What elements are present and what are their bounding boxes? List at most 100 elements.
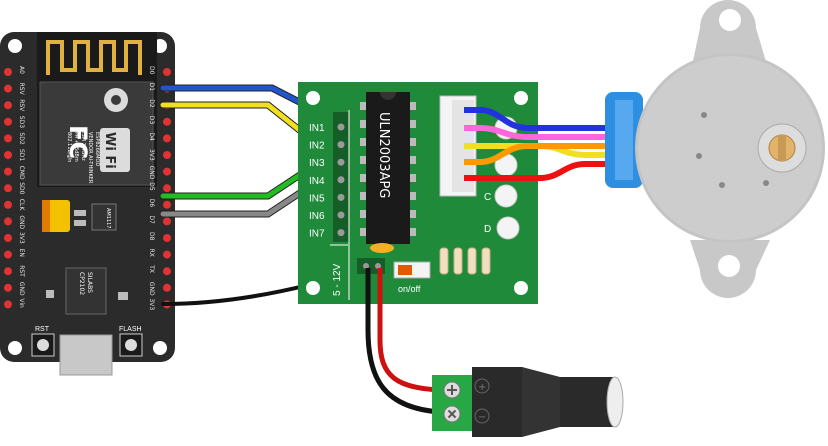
resistor (439, 247, 449, 275)
left-pin-1 (4, 84, 12, 93)
right-pin-label: D7 (148, 215, 155, 224)
input-pin-3 (337, 158, 345, 166)
right-pin-label: D1 (148, 83, 155, 92)
chip-leg (360, 138, 366, 146)
chip-leg (360, 120, 366, 128)
resistor (481, 247, 491, 275)
uln2003-chip (366, 92, 410, 244)
fc-mark: FC (64, 125, 92, 159)
chip-leg (360, 174, 366, 182)
resistor-array (439, 247, 491, 275)
resistor (453, 247, 463, 275)
chip-leg (360, 192, 366, 200)
plus-sign: + (478, 382, 486, 393)
right-pin-0 (163, 68, 171, 76)
motor-wire-pink (464, 125, 618, 140)
input-pin-5 (337, 193, 345, 201)
power-wires (365, 268, 441, 415)
input-label-3: IN3 (309, 158, 325, 169)
motor-wire-blue (464, 107, 618, 131)
motor-wire-orange (464, 143, 618, 165)
right-pin-label: 3V3 (148, 149, 155, 161)
left-pin-2 (4, 101, 12, 110)
right-pin-3 (163, 117, 171, 126)
left-pin-0 (4, 68, 12, 76)
right-pin-5 (163, 151, 171, 159)
usb-chip-line-1: SILABS (86, 272, 93, 293)
right-pin-10 (163, 234, 171, 242)
chip-leg (360, 210, 366, 218)
left-pin-11 (4, 250, 12, 259)
stepper-motor (605, 0, 825, 298)
usb-uart-chip (65, 267, 107, 315)
left-pin-9 (4, 217, 12, 226)
module-line: ISM 2.4GHz (80, 132, 86, 161)
right-pin-label: D3 (148, 116, 155, 125)
chip-leg (360, 228, 366, 236)
module-line: VENDOR AI-THINKER (87, 132, 93, 184)
chip-leg (410, 120, 416, 128)
chip-leg (410, 138, 416, 146)
right-pin-11 (163, 250, 171, 259)
left-pin-6 (4, 167, 12, 176)
left-header-pins: A0RSVRSVSD3SD2SD1CMDSD0CLKGND3V3ENRSTGND… (4, 66, 25, 309)
capacitor-orange (370, 243, 394, 253)
chip-leg (360, 156, 366, 164)
right-pin-13 (163, 283, 171, 292)
switch-label: on/off (398, 284, 421, 294)
left-pin-label: SD3 (18, 116, 25, 128)
left-pin-label: GND (18, 282, 25, 296)
right-pin-label: D6 (148, 199, 155, 208)
module-line: PA +25dBm (73, 132, 79, 162)
left-pin-8 (4, 200, 12, 209)
left-pin-label: RSV (18, 83, 25, 96)
motor-wire-red (464, 161, 618, 181)
input-pin-1 (337, 123, 345, 131)
dc-power-jack: + − (432, 367, 624, 437)
left-pin-label: CLK (18, 199, 25, 212)
right-pin-label: D4 (148, 132, 155, 141)
regulator (91, 203, 117, 231)
right-pin-label: D2 (148, 99, 155, 108)
regulator-label: AM1117 (105, 208, 111, 228)
right-pin-label: D0 (148, 66, 155, 75)
chip-leg (410, 102, 416, 110)
input-label-6: IN6 (309, 211, 325, 222)
usb-chip-line-2: CP2102 (78, 272, 85, 295)
left-pin-label: Vin (18, 298, 25, 308)
left-pin-12 (4, 267, 12, 276)
input-pin-7 (337, 229, 345, 237)
left-pin-label: SD2 (18, 132, 25, 144)
power-wire-red (377, 268, 441, 393)
right-pin-4 (163, 134, 171, 143)
left-pin-7 (4, 184, 12, 193)
right-pin-6 (163, 167, 171, 176)
chip-leg (410, 174, 416, 182)
left-pin-label: EN (18, 249, 25, 257)
right-pin-label: TX (148, 264, 155, 273)
wifi-logo (100, 128, 130, 172)
right-pin-12 (163, 267, 171, 276)
antenna-trace (46, 40, 142, 75)
led-label-d: D (484, 224, 491, 235)
left-pin-label: RSV (18, 99, 25, 112)
left-pin-label: A0 (18, 66, 25, 74)
power-wire-black (365, 268, 441, 415)
led-d (496, 216, 520, 240)
rst-label: RST (35, 326, 50, 333)
right-pin-label: D8 (148, 232, 155, 241)
module-line: ESP8266MOD (94, 132, 100, 166)
right-pin-label: GND (148, 166, 155, 180)
left-pin-label: RST (18, 265, 25, 277)
left-pin-label: SD1 (18, 149, 25, 161)
micro-usb-port[interactable] (59, 334, 113, 376)
input-label-4: IN4 (309, 176, 325, 187)
right-pin-label: RX (148, 249, 155, 257)
chip-leg (360, 102, 366, 110)
left-pin-label: CMD (18, 166, 25, 180)
right-pin-9 (163, 217, 171, 226)
